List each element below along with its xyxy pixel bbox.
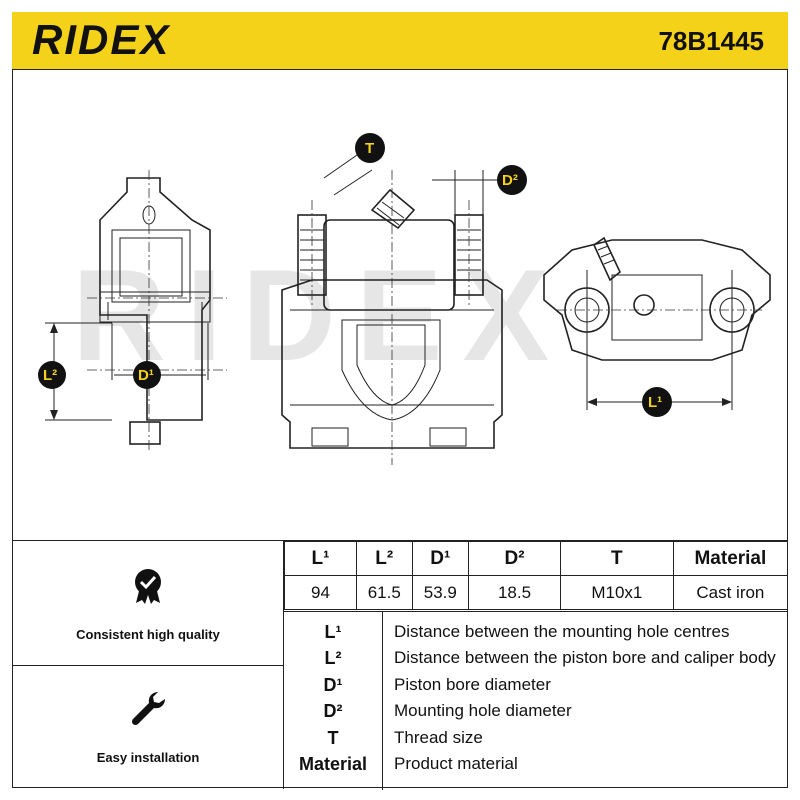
- label-t: T: [365, 140, 374, 157]
- spec-header-t: T: [559, 541, 674, 576]
- legend-desc: Product material: [394, 754, 518, 773]
- front-view: [281, 154, 506, 465]
- badge-d1: [133, 361, 161, 389]
- features-panel: Consistent high quality Easy installatio…: [12, 541, 284, 789]
- spec-value-l2: 61.5: [355, 575, 413, 610]
- spec-value-l1: 94: [284, 575, 357, 610]
- legend-row: L² Distance between the piston bore and …: [284, 648, 788, 674]
- legend-key: L¹: [324, 622, 342, 642]
- spec-header-d2: D²: [468, 541, 561, 576]
- caliper-drawing-svg: RIDEX L² D¹: [38, 133, 771, 465]
- technical-drawing: RIDEX L² D¹: [12, 70, 788, 540]
- spec-value-material: Cast iron: [672, 575, 789, 610]
- feature-quality-label: Consistent high quality: [76, 627, 220, 642]
- badge-d2: [497, 165, 527, 195]
- spec-table: L¹ L² D¹ D² T Material 94 61.5 53.9 18.5…: [284, 541, 789, 610]
- label-l2: L²: [43, 367, 57, 384]
- legend-row: D² Mounting hole diameter: [284, 701, 788, 727]
- spec-header-d1: D¹: [411, 541, 470, 576]
- legend-row: T Thread size: [284, 728, 788, 754]
- spec-value-t: M10x1: [559, 575, 674, 610]
- spec-header-l1: L¹: [284, 541, 357, 576]
- label-d2: D²: [502, 172, 518, 189]
- legend-key: L²: [324, 648, 342, 668]
- legend-desc: Mounting hole diameter: [394, 701, 572, 720]
- badge-l2: [38, 361, 66, 389]
- brand-logo: RIDEX: [32, 16, 171, 63]
- badge-l1: [642, 387, 672, 417]
- spec-value-row: 94 61.5 53.9 18.5 M10x1 Cast iron: [284, 575, 789, 610]
- label-d1: D¹: [138, 367, 154, 384]
- spec-value-d1: 53.9: [411, 575, 470, 610]
- spec-header-l2: L²: [355, 541, 413, 576]
- part-number: 78B1445: [658, 26, 764, 56]
- legend-key: D¹: [323, 675, 343, 695]
- spec-header-row: L¹ L² D¹ D² T Material: [284, 541, 789, 576]
- legend-panel: L¹ Distance between the mounting hole ce…: [284, 611, 788, 790]
- feature-quality: Consistent high quality: [12, 541, 284, 665]
- feature-installation-label: Easy installation: [96, 750, 200, 765]
- legend-row: D¹ Piston bore diameter: [284, 675, 788, 701]
- badge-t: [355, 133, 385, 163]
- spec-value-d2: 18.5: [468, 575, 561, 610]
- legend-desc: Thread size: [394, 728, 483, 747]
- feature-installation: Easy installation: [12, 665, 284, 789]
- quality-badge-icon: [135, 569, 161, 604]
- back-view: [543, 236, 771, 410]
- wrench-icon: [131, 691, 166, 726]
- header-bar: RIDEX 78B1445: [12, 12, 788, 70]
- legend-row: Material Product material: [284, 754, 788, 780]
- legend-desc: Distance between the mounting hole centr…: [394, 622, 730, 641]
- legend-key: T: [327, 728, 339, 748]
- spec-header-material: Material: [672, 541, 789, 576]
- legend-key: D²: [323, 701, 343, 721]
- legend-row: L¹ Distance between the mounting hole ce…: [284, 622, 788, 648]
- label-l1: L¹: [648, 394, 662, 411]
- legend-divider: [382, 612, 383, 790]
- legend-key: Material: [298, 754, 368, 774]
- info-section: Consistent high quality Easy installatio…: [12, 540, 789, 790]
- legend-desc: Piston bore diameter: [394, 675, 551, 694]
- legend-desc: Distance between the piston bore and cal…: [394, 648, 776, 667]
